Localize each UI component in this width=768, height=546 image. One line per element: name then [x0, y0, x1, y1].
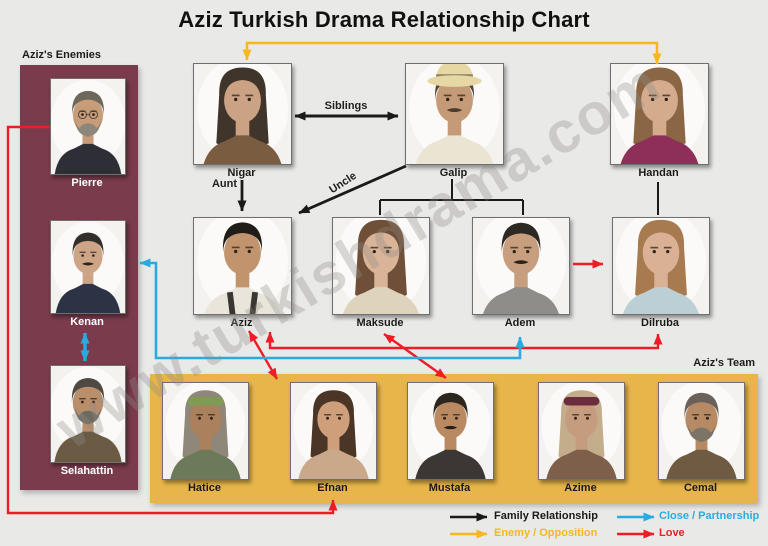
portrait-handan-image: [610, 63, 709, 165]
legend-label-close: Close / Partnership: [659, 510, 760, 522]
name-nigar: Nigar: [227, 167, 256, 179]
legend-label-enemy: Enemy / Opposition: [494, 527, 598, 539]
portrait-aziz-image: [193, 217, 292, 315]
name-cemal: Cemal: [683, 482, 718, 494]
person-selahattin: Selahattin: [30, 365, 144, 481]
person-maksude: Maksude: [312, 217, 448, 333]
person-mustafa: Mustafa: [387, 382, 512, 498]
name-maksude: Maksude: [356, 317, 404, 329]
enemies-group-label: Aziz's Enemies: [22, 49, 102, 61]
person-galip: Galip: [385, 63, 522, 183]
siblings-label: Siblings: [324, 100, 368, 112]
uncle-label: Uncle: [327, 169, 359, 197]
name-selahattin: Selahattin: [60, 465, 114, 477]
name-azime: Azime: [564, 482, 597, 494]
person-azime: Azime: [518, 382, 643, 498]
portrait-dilruba-image: [612, 217, 710, 315]
name-efnan: Efnan: [317, 482, 348, 494]
team-group-label: Aziz's Team: [693, 357, 755, 369]
page-title: Aziz Turkish Drama Relationship Chart: [178, 7, 590, 32]
portrait-hatice-image: [162, 382, 249, 480]
name-kenan: Kenan: [70, 316, 104, 328]
name-dilruba: Dilruba: [641, 317, 679, 329]
portrait-pierre-image: [50, 78, 126, 175]
portrait-galip-image: [405, 63, 504, 165]
portrait-efnan-image: [290, 382, 377, 480]
person-nigar: Nigar: [173, 63, 310, 183]
name-adem: Adem: [504, 317, 536, 329]
portrait-mustafa-image: [407, 382, 494, 480]
person-dilruba: Dilruba: [592, 217, 728, 333]
person-pierre: Pierre: [30, 78, 144, 193]
legend-label-love: Love: [659, 527, 685, 539]
person-adem: Adem: [452, 217, 588, 333]
aunt-label: Aunt: [211, 178, 237, 190]
person-kenan: Kenan: [30, 220, 144, 332]
person-hatice: Hatice: [142, 382, 267, 498]
person-efnan: Efnan: [270, 382, 395, 498]
name-pierre: Pierre: [71, 177, 103, 189]
portrait-adem-image: [472, 217, 570, 315]
name-handan: Handan: [638, 167, 679, 179]
portrait-maksude-image: [332, 217, 430, 315]
name-hatice: Hatice: [187, 482, 222, 494]
name-aziz: Aziz: [230, 317, 253, 329]
person-cemal: Cemal: [638, 382, 763, 498]
person-handan: Handan: [590, 63, 727, 183]
portrait-nigar-image: [193, 63, 292, 165]
portrait-cemal-image: [658, 382, 745, 480]
name-mustafa: Mustafa: [428, 482, 471, 494]
portrait-kenan-image: [50, 220, 126, 314]
portrait-selahattin-image: [50, 365, 126, 463]
legend-label-family: Family Relationship: [494, 510, 598, 522]
portrait-azime-image: [538, 382, 625, 480]
person-aziz: Aziz: [173, 217, 310, 333]
name-galip: Galip: [439, 167, 468, 179]
